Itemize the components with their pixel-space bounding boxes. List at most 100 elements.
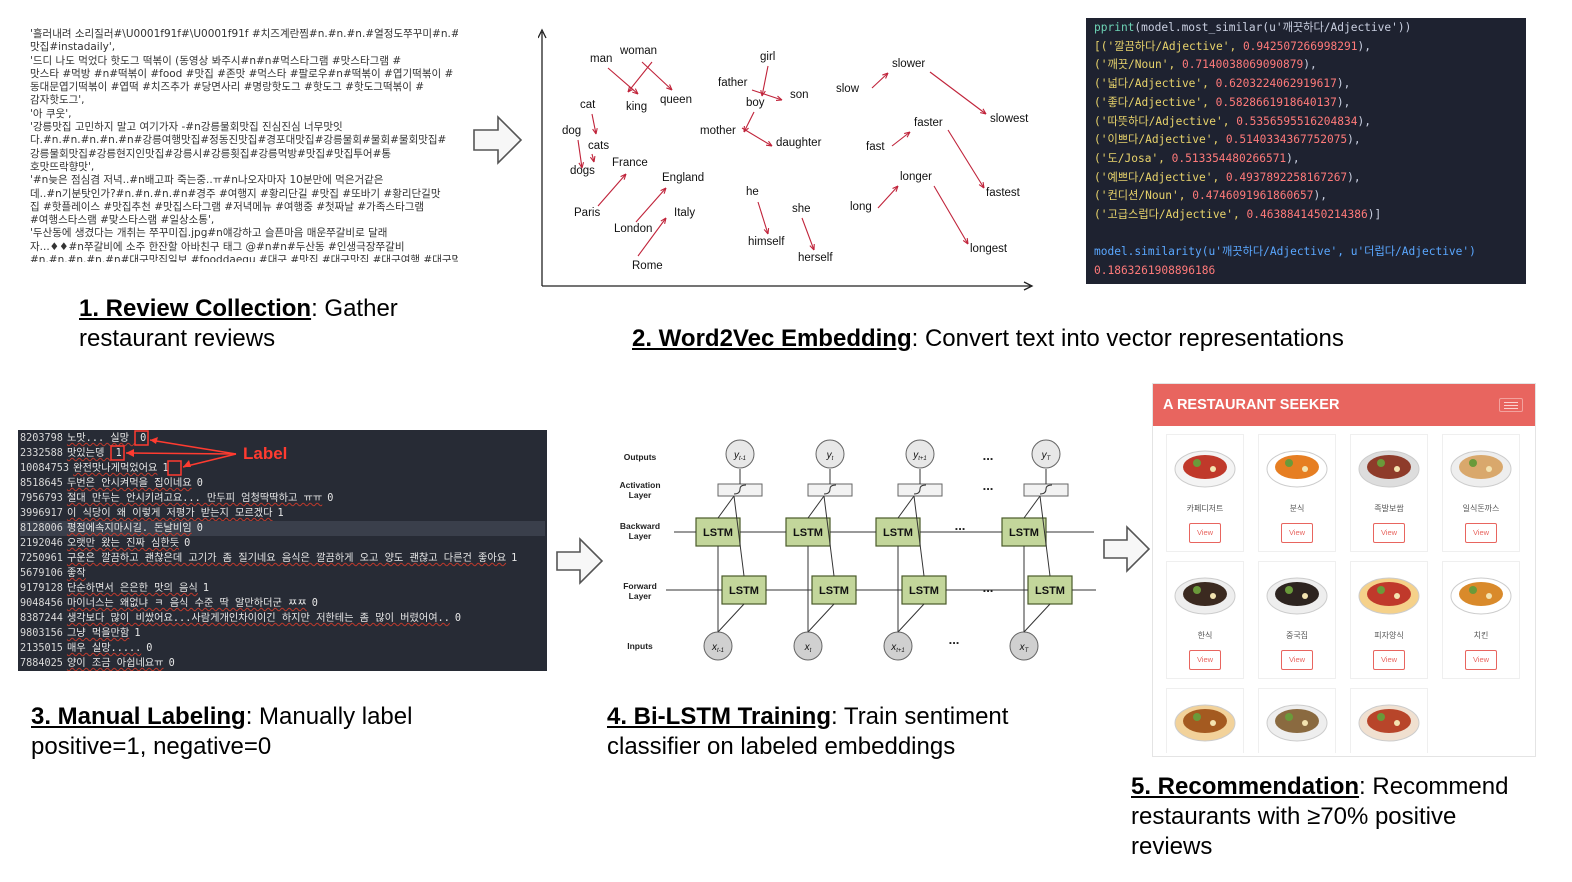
review-line: 데..#n기분탓인가?#n.#n.#n.#n#경주 #여행지 #황리단길 #맛집… xyxy=(30,187,441,200)
embedding-word: England xyxy=(662,172,704,184)
embedding-word: Rome xyxy=(632,260,663,272)
embedding-word: woman xyxy=(619,45,657,57)
food-image xyxy=(1355,566,1423,620)
category-name: 족발보쌈 xyxy=(1374,504,1404,513)
review-line: 호맛뜨락향맛', xyxy=(30,160,95,173)
embedding-word: boy xyxy=(746,97,765,109)
restaurant-card[interactable]: 치킨 View xyxy=(1442,561,1520,679)
svg-text:LSTM: LSTM xyxy=(1035,585,1065,597)
review-line: 집 #핫플레이스 #맛집추천 #맛집스타그램 #저녁메뉴 #여행중 #첫짜날 #… xyxy=(30,200,425,213)
embedding-word: dogs xyxy=(570,165,595,177)
view-button[interactable]: View xyxy=(1189,650,1221,670)
embedding-word: slowest xyxy=(990,113,1029,125)
review-line: 다.#n.#n.#n.#n.#n#강릉여행맛집#정동진맛집#경포대맛집#강릉물회… xyxy=(30,134,447,147)
embedding-word: long xyxy=(850,201,872,213)
review-text-block: '흘러내려 소리질러#\U0001f91f#\U0001f91f #치즈계란찜#… xyxy=(30,28,458,262)
embedding-word: girl xyxy=(760,51,775,63)
embedding-word: man xyxy=(590,53,612,65)
food-image xyxy=(1263,439,1331,493)
food-image xyxy=(1263,693,1331,747)
similarity-result: ('좋다/Adjective', 0.5828661918640137), xyxy=(1094,95,1351,109)
similarity-result: ('컨디션/Noun', 0.4746091961860657), xyxy=(1094,189,1327,203)
similarity-result: ('예쁘다/Adjective', 0.4937892258167267), xyxy=(1094,170,1361,184)
similarity-result: [('깔끔하다/Adjective', 0.942507266998291), xyxy=(1094,39,1371,53)
similarity-result: ('깨끗/Noun', 0.7140038069090879), xyxy=(1094,58,1317,72)
category-name: 피자양식 xyxy=(1374,631,1404,640)
view-button[interactable]: View xyxy=(1281,650,1313,670)
restaurant-card xyxy=(1258,688,1336,753)
review-line: '두산동에 생겼다는 개취는 쭈꾸미집.jpg#n얘강하고 슬픈마음 매운쭈갈비… xyxy=(30,227,388,240)
menu-icon[interactable] xyxy=(1499,398,1523,412)
embedding-word: cats xyxy=(588,140,609,152)
food-image xyxy=(1447,439,1515,493)
similarity-result: ('따뜻하다/Adjective', 0.5356595516204834), xyxy=(1094,114,1371,128)
food-image xyxy=(1171,566,1239,620)
review-line: 동대문엽기떡볶이 #엽떡 #치즈추가 #당면사리 #명랑핫도그 #핫도그 #핫도… xyxy=(30,81,425,94)
review-line: 강릉물회맛집#강릉현지인맛집#강릉시#강릉횟집#강릉먹방#맛집#맛집투어#통 xyxy=(30,147,392,160)
view-button[interactable]: View xyxy=(1281,523,1313,543)
review-line: #n.#n.#n.#n.#n#대구맛집일보 #fooddaegu #대구 #맛집… xyxy=(30,254,458,262)
input-node: xt xyxy=(804,642,812,654)
view-button[interactable]: View xyxy=(1373,650,1405,670)
embedding-word: himself xyxy=(748,236,785,248)
restaurant-card[interactable]: 피자양식 View xyxy=(1350,561,1428,679)
flow-arrow-3 xyxy=(1103,525,1151,573)
embedding-word: faster xyxy=(914,117,943,129)
view-button[interactable]: View xyxy=(1465,650,1497,670)
view-button[interactable]: View xyxy=(1465,523,1497,543)
embedding-word: Paris xyxy=(574,207,600,219)
ellipsis: ... xyxy=(983,478,994,493)
flow-arrow-1 xyxy=(473,115,523,165)
review-line: 맛집#instadaily', xyxy=(30,41,116,54)
embedding-word: cat xyxy=(580,99,596,111)
svg-text:LSTM: LSTM xyxy=(909,585,939,597)
layer-label: Inputs xyxy=(627,641,653,651)
similarity-result: ('고급스럽다/Adjective', 0.4638841450214386)] xyxy=(1094,208,1382,222)
svg-text:LSTM: LSTM xyxy=(793,527,823,539)
review-line: 맛스타 #먹방 #n#떡볶이 #food #맛집 #존맛 #먹스타 #팔로우#n… xyxy=(30,67,454,80)
embedding-word: herself xyxy=(798,252,833,264)
review-line: '#n늦은 점심겸 저녁..#n배고파 죽는중..ㅠ#n나오자마자 10분만에 … xyxy=(30,174,384,187)
review-line: 자...♦♦#n쭈갈비에 소주 한잔할 아바친구 태그 @#n#n#두산동 #인… xyxy=(30,240,405,253)
restaurant-card[interactable]: 일식돈까스 View xyxy=(1442,434,1520,552)
output-node: yt xyxy=(826,450,834,462)
flow-arrow-2 xyxy=(556,537,604,585)
embedding-word: longest xyxy=(970,243,1008,255)
embedding-word: dog xyxy=(562,125,581,137)
restaurant-card[interactable]: 족발보쌈 View xyxy=(1350,434,1428,552)
category-name: 치킨 xyxy=(1473,631,1489,640)
view-button[interactable]: View xyxy=(1373,523,1405,543)
category-name: 일식돈까스 xyxy=(1462,504,1500,513)
ellipsis: ... xyxy=(983,580,994,595)
embedding-word: longer xyxy=(900,171,932,183)
review-line: '드디 나도 먹었다 핫도그 떡볶이 (동영상 봐주시#n#n#먹스타그램 #맛… xyxy=(30,54,402,67)
food-image xyxy=(1263,566,1331,620)
view-button[interactable]: View xyxy=(1189,523,1221,543)
embedding-word: London xyxy=(614,223,652,235)
review-line: '강릉맛집 고민하지 말고 여기가자 -#n강릉물회맛집 진심진심 너무맛잇 xyxy=(30,121,343,134)
embedding-word: king xyxy=(626,101,647,113)
layer-label: Outputs xyxy=(624,452,657,462)
restaurant-card xyxy=(1166,688,1244,753)
word-embedding-plot: manwomankingqueencatdogcatsdogsFranceEng… xyxy=(538,28,1034,291)
embedding-word: father xyxy=(718,77,748,89)
